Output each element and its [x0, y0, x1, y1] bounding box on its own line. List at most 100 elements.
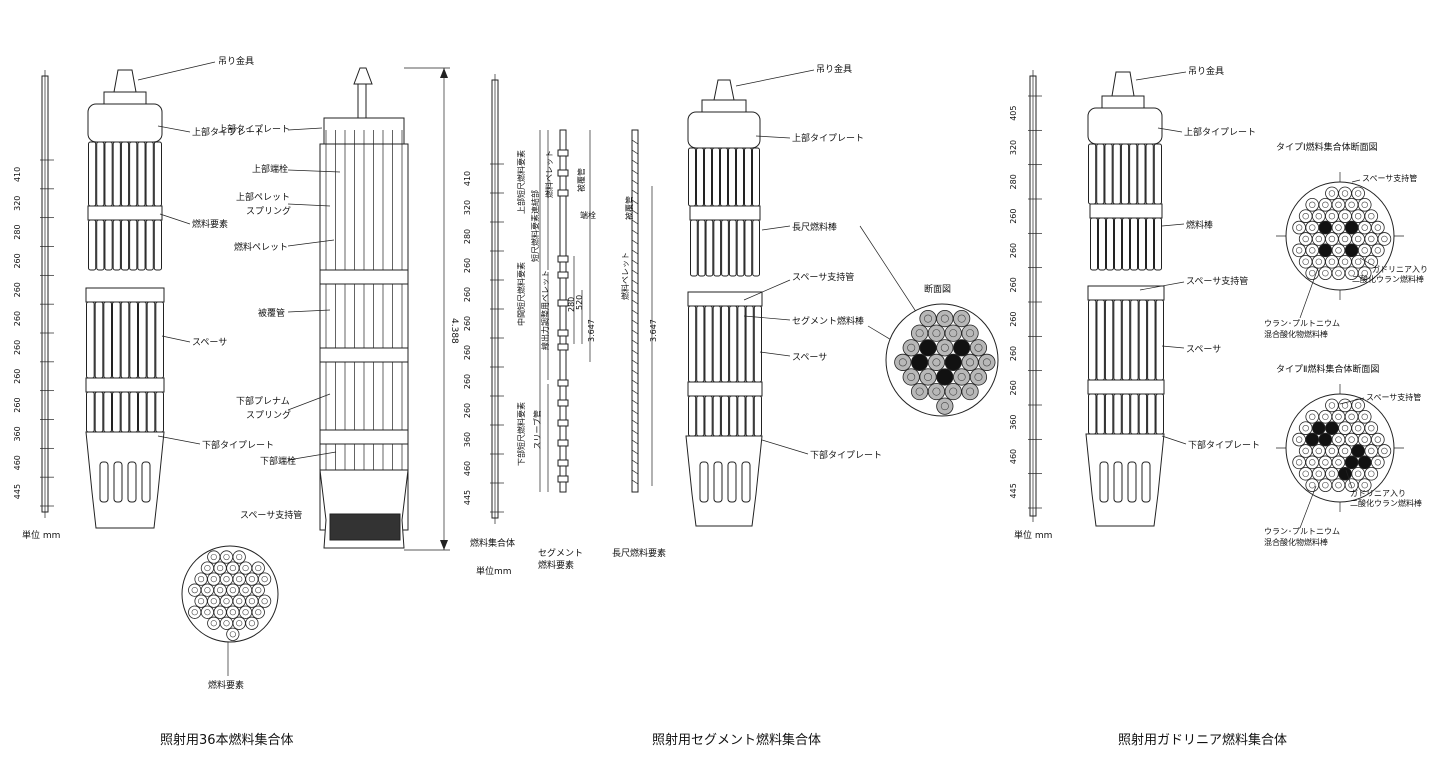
left-dimension-rod	[41, 70, 49, 518]
left-upper-rod	[129, 219, 138, 271]
center-xs-rod-pellet	[974, 343, 983, 352]
t2-rod	[1338, 466, 1352, 481]
t1-rod-pellet	[1309, 247, 1316, 254]
right-lower-rod	[1121, 393, 1131, 435]
center-lower-rod	[704, 305, 713, 383]
left-dim-label: 260	[13, 311, 22, 326]
t1-rod	[1318, 197, 1333, 212]
seg-label-lower-short: 下部短尺燃料要素	[516, 402, 526, 466]
t1-rod-pellet	[1368, 235, 1375, 243]
right-upper-fuel-rods	[1088, 143, 1163, 271]
right-upper-rod	[1122, 217, 1130, 271]
center-xs-rod-pellet	[957, 372, 966, 381]
center-dim-label: 260	[463, 316, 472, 331]
t1-rod-pellet	[1341, 190, 1349, 197]
t2-rod-pellet	[1368, 424, 1375, 432]
left-upper-rod	[96, 141, 105, 207]
t1-rod-pellet	[1309, 201, 1316, 208]
center-upper-rod	[690, 219, 698, 277]
right-lower-rod	[1138, 393, 1148, 435]
t1-rod	[1338, 232, 1352, 246]
right-label-hanger: 吊り金具	[1188, 65, 1224, 77]
left-xs-rod-pellet	[217, 564, 224, 572]
left-lower-rod	[103, 391, 113, 433]
left-dimension-ticks	[40, 159, 54, 507]
t2-rod-pellet	[1322, 459, 1329, 466]
center-lower-rod	[688, 395, 697, 437]
left-dim-label: 445	[13, 484, 22, 499]
t2-rod	[1318, 409, 1333, 424]
t2-rod-pellet	[1309, 459, 1316, 466]
left-xs-rod-pellet	[223, 576, 230, 583]
left-xs-rod	[245, 616, 259, 630]
left-lower-rod	[138, 301, 147, 379]
right-dim-label: 320	[1009, 140, 1018, 155]
long-rod-hatch	[631, 219, 639, 225]
left-xs-rod	[245, 594, 259, 608]
left-label-lower-tie-plate: 下部タイプレート	[202, 439, 274, 451]
left-xs-rod	[194, 572, 208, 586]
left-xs-rod-pellet	[204, 564, 211, 572]
left-xs-rod	[200, 583, 215, 597]
center-xs-rod	[894, 353, 912, 371]
right-upper-rod	[1088, 143, 1097, 205]
center-lower-rod	[696, 305, 705, 383]
seg-label-upper-short: 上部短尺燃料要素	[516, 150, 526, 214]
t1-rod-pellet	[1315, 258, 1322, 265]
t2-rod	[1292, 432, 1306, 447]
center-label-long-fuel-rod: 長尺燃料棒	[792, 221, 837, 233]
right-dim-label: 260	[1009, 209, 1018, 224]
left-xs-rod-pellet	[210, 620, 217, 627]
center-upper-rod	[705, 219, 714, 277]
right-lower-rod	[1155, 299, 1164, 381]
cut-label-upper-end-plug: 上部端栓	[252, 163, 288, 175]
right-dim-label: 260	[1009, 277, 1018, 292]
t1-rod-pellet	[1328, 190, 1336, 197]
center-upper-rod	[744, 219, 753, 277]
t2-rod-pellet	[1361, 481, 1368, 489]
long-rod-hatch	[631, 269, 639, 275]
center-total-length: 4.388	[449, 318, 459, 344]
t1-rod	[1331, 220, 1346, 235]
left-xs-rod-pellet	[223, 620, 230, 627]
left-dim-label: 260	[13, 397, 22, 412]
t1-rod-pellet	[1361, 247, 1368, 254]
center-lower-rod	[720, 395, 730, 437]
long-rod-hatch	[631, 259, 639, 265]
left-xs-rod	[258, 594, 272, 608]
left-label-section-fuel-element: 燃料要素	[208, 679, 244, 691]
t1-rod	[1312, 232, 1326, 246]
left-lower-rod	[129, 391, 138, 433]
center-dim-label: 320	[463, 200, 472, 215]
long-dim-3647: 3.647	[649, 319, 658, 342]
right-lower-rod	[1104, 299, 1114, 381]
right-upper-rod	[1146, 217, 1154, 271]
t2-rod	[1357, 432, 1372, 447]
t1-rod-pellet	[1341, 258, 1349, 265]
center-caption: 照射用セグメント燃料集合体	[652, 732, 821, 748]
center-cutaway-assembly	[319, 67, 450, 551]
t2-rod-pellet	[1348, 413, 1355, 420]
right-upper-rod	[1130, 217, 1138, 271]
left-xs-rod	[207, 572, 221, 586]
t2-rod	[1331, 455, 1346, 470]
left-lower-rod	[155, 391, 164, 433]
center-xs-rod-pellet	[966, 387, 975, 396]
right-nozzle-slot	[1113, 461, 1123, 503]
left-xs-rod	[238, 605, 253, 619]
left-xs-rod	[251, 605, 265, 619]
type2-title: タイプⅡ燃料集合体断面図	[1276, 363, 1379, 375]
t2-rod-pellet	[1335, 413, 1342, 420]
center-xs-rod	[927, 353, 946, 371]
left-upper-rod	[145, 219, 154, 271]
type1-rods	[1292, 186, 1392, 280]
t2-rod	[1351, 398, 1365, 413]
seg-label-connector: 短尺燃料要素連結部	[530, 190, 540, 262]
long-rod-hatch	[631, 359, 639, 365]
left-lower-rod	[94, 301, 104, 379]
right-dim-label: 405	[1009, 106, 1018, 121]
t1-rod-pellet	[1374, 247, 1382, 254]
center-upper-rod	[721, 219, 729, 277]
segment-junction	[557, 329, 569, 337]
